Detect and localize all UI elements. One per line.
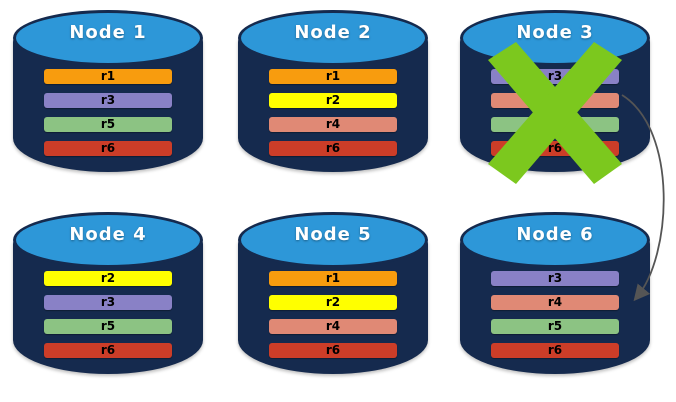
record-bar: r3: [44, 295, 172, 310]
cylinder-top: [13, 10, 203, 66]
record-list: r2 r3 r5 r6: [44, 271, 172, 367]
node-title: Node 1: [69, 22, 147, 43]
record-bar: r3: [491, 271, 619, 286]
record-bar: r4: [491, 93, 619, 108]
record-bar: r6: [44, 343, 172, 358]
node-1[interactable]: Node 1 r1 r3 r5 r6: [13, 10, 203, 190]
record-bar: r1: [269, 271, 397, 286]
record-list: r3 r4 r5 r6: [491, 69, 619, 165]
record-bar: r6: [269, 141, 397, 156]
record-bar: r2: [269, 295, 397, 310]
node-2[interactable]: Node 2 r1 r2 r4 r6: [238, 10, 428, 190]
cylinder-top: [238, 10, 428, 66]
record-bar: r4: [491, 295, 619, 310]
record-bar: r1: [269, 69, 397, 84]
node-4[interactable]: Node 4 r2 r3 r5 r6: [13, 212, 203, 392]
node-6[interactable]: Node 6 r3 r4 r5 r6: [460, 212, 650, 392]
record-bar: r5: [44, 117, 172, 132]
record-bar: r2: [44, 271, 172, 286]
node-5[interactable]: Node 5 r1 r2 r4 r6: [238, 212, 428, 392]
record-list: r1 r2 r4 r6: [269, 271, 397, 367]
record-bar: r3: [44, 93, 172, 108]
record-bar: r4: [269, 319, 397, 334]
node-title: Node 5: [294, 224, 372, 245]
record-list: r1 r2 r4 r6: [269, 69, 397, 165]
cylinder-top: [13, 212, 203, 268]
record-bar: r4: [269, 117, 397, 132]
record-bar: r2: [269, 93, 397, 108]
record-bar: r6: [269, 343, 397, 358]
record-bar: r6: [44, 141, 172, 156]
node-title: Node 2: [294, 22, 372, 43]
node-title: Node 3: [516, 22, 594, 43]
record-bar: r5: [491, 117, 619, 132]
record-bar: r5: [44, 319, 172, 334]
record-list: r3 r4 r5 r6: [491, 271, 619, 367]
cylinder-top: [238, 212, 428, 268]
record-bar: r3: [491, 69, 619, 84]
record-list: r1 r3 r5 r6: [44, 69, 172, 165]
node-title: Node 6: [516, 224, 594, 245]
record-bar: r5: [491, 319, 619, 334]
node-3[interactable]: Node 3 r3 r4 r5 r6: [460, 10, 650, 190]
node-title: Node 4: [69, 224, 147, 245]
record-bar: r6: [491, 343, 619, 358]
record-bar: r1: [44, 69, 172, 84]
record-bar: r6: [491, 141, 619, 156]
cylinder-top: [460, 212, 650, 268]
